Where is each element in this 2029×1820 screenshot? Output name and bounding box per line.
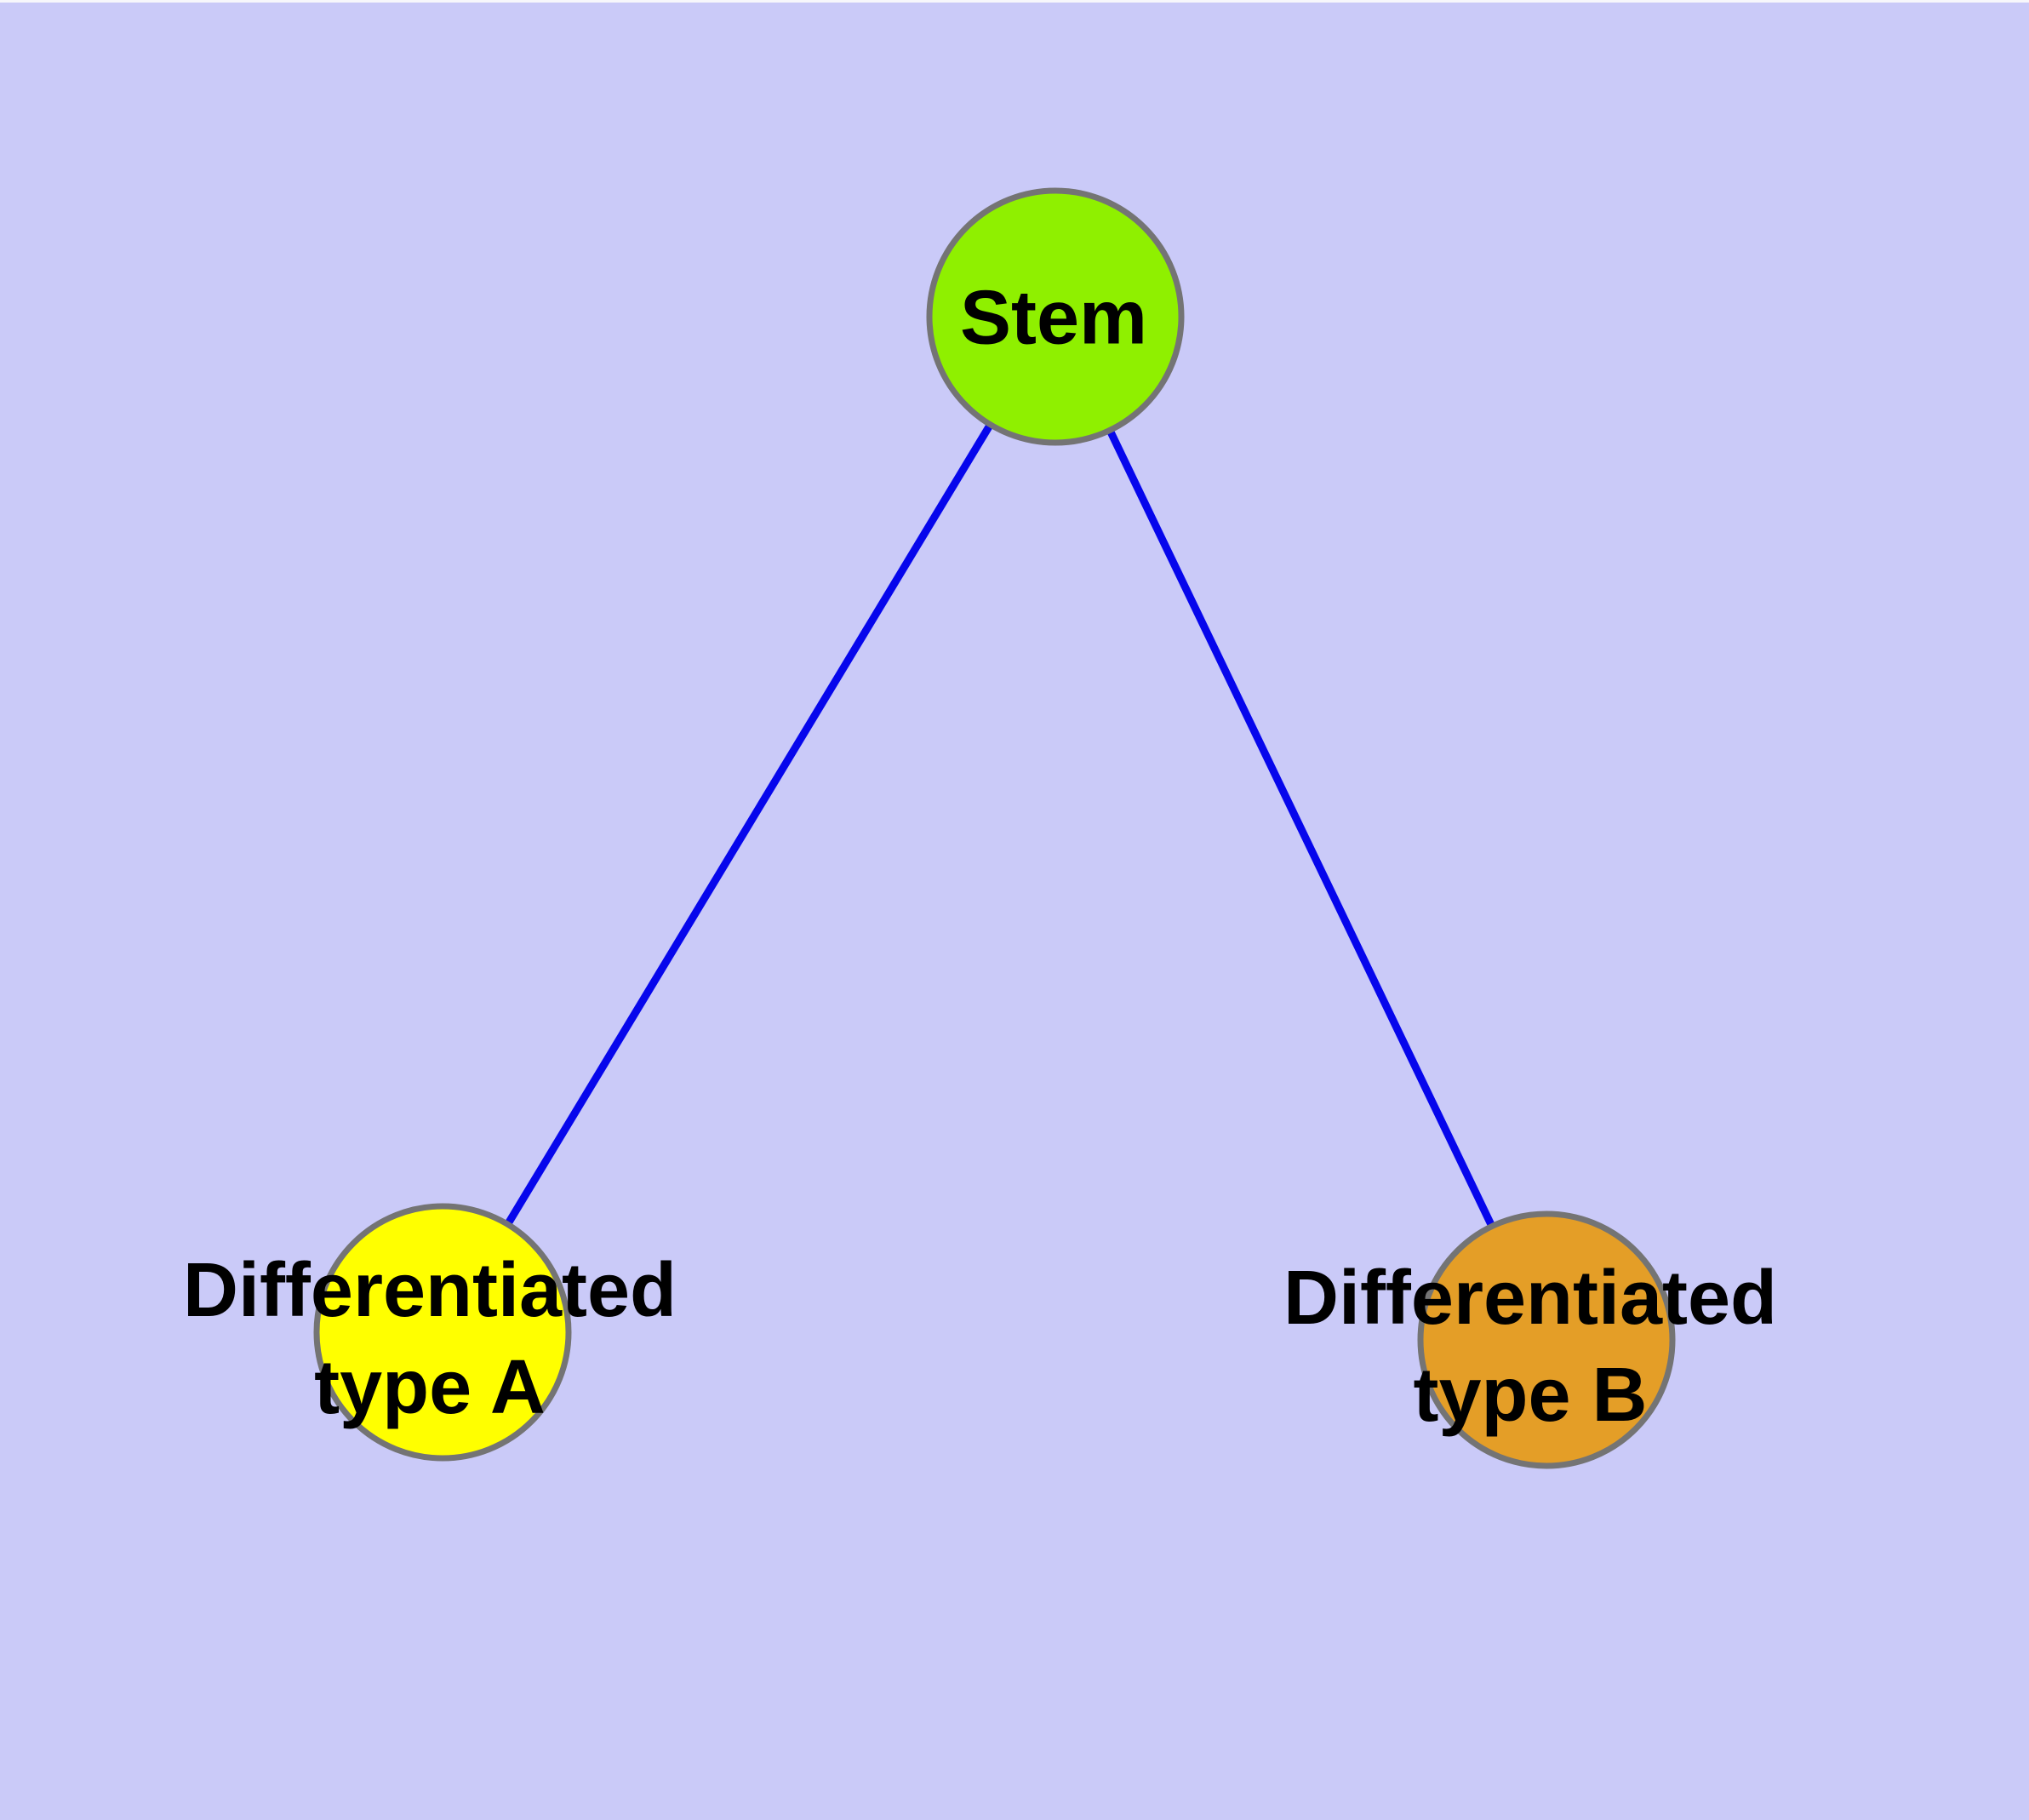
node-type-b-circle — [1417, 1210, 1676, 1469]
node-type-a: Differentiated type A — [183, 1203, 677, 1462]
node-type-a-label-line2: type A — [314, 1345, 546, 1430]
node-stem-circle — [926, 187, 1185, 446]
edges — [439, 314, 1551, 1342]
node-stem: Stem — [926, 187, 1185, 446]
edge-stem-to-type-a — [439, 314, 1059, 1335]
node-type-a-label-line1: Differentiated — [183, 1248, 677, 1333]
edge-stem-to-type-b — [1051, 315, 1551, 1342]
node-type-a-circle — [313, 1203, 572, 1462]
node-stem-label: Stem — [960, 276, 1147, 361]
node-type-b: Differentiated type B — [1283, 1210, 1777, 1469]
node-type-b-label-line2: type B — [1413, 1353, 1647, 1438]
node-type-b-label-line1: Differentiated — [1283, 1256, 1777, 1341]
